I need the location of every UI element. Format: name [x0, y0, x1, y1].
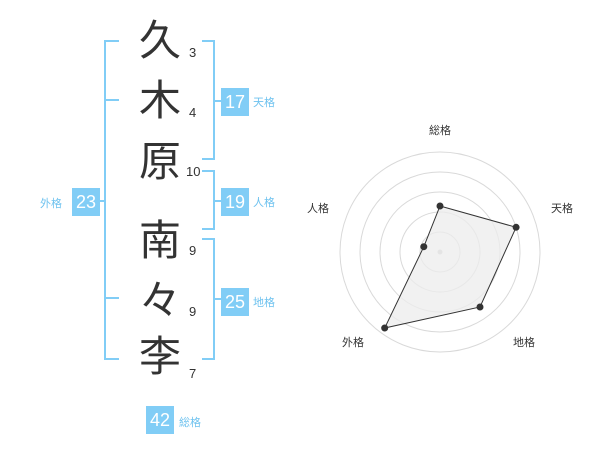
- jinkaku-bracket: [202, 170, 221, 230]
- radar-point-chikaku: [476, 303, 484, 311]
- name-char-5: 々: [138, 276, 181, 325]
- stroke-count-6: 7: [189, 366, 197, 381]
- chikaku-bracket: [202, 238, 221, 360]
- gaikaku-bracket: [85, 40, 119, 360]
- tenkaku-label: 天格: [253, 96, 275, 109]
- radar-ring: [359, 171, 521, 333]
- stroke-count-5: 9: [189, 304, 197, 319]
- radar-label-chikaku: 地格: [513, 335, 535, 349]
- radar-point-jinkaku: [420, 243, 428, 251]
- radar-label-gaikaku: 外格: [342, 335, 364, 349]
- radar-label-jinkaku: 人格: [307, 201, 329, 215]
- soukaku-label: 総格: [179, 416, 201, 429]
- name-char-1: 久: [138, 16, 181, 65]
- tenkaku-bracket: [202, 40, 221, 160]
- radar-point-tenkaku: [512, 223, 520, 231]
- chikaku-value-badge: 25: [221, 288, 249, 316]
- name-char-3: 原: [138, 137, 181, 186]
- radar-ring: [339, 151, 541, 353]
- name-char-4: 南: [138, 216, 181, 265]
- name-char-2: 木: [138, 76, 181, 125]
- soukaku-value-badge: 42: [146, 406, 174, 434]
- name-char-6: 李: [138, 332, 181, 381]
- jinkaku-label: 人格: [253, 196, 275, 209]
- stroke-count-1: 3: [189, 45, 197, 60]
- radar-point-gaikaku: [381, 324, 389, 332]
- stroke-count-4: 9: [189, 243, 197, 258]
- radar-label-tenkaku: 天格: [551, 201, 573, 215]
- tenkaku-value-badge: 17: [221, 88, 249, 116]
- radar-point-soukaku: [436, 202, 444, 210]
- jinkaku-value-badge: 19: [221, 188, 249, 216]
- radar-score-area: [383, 205, 517, 329]
- stroke-count-3: 10: [186, 164, 201, 179]
- stroke-count-2: 4: [189, 105, 197, 120]
- gaikaku-value-badge: 23: [72, 188, 100, 216]
- radar-label-soukaku: 総格: [429, 123, 451, 137]
- chikaku-label: 地格: [253, 296, 275, 309]
- gaikaku-label: 外格: [40, 197, 62, 210]
